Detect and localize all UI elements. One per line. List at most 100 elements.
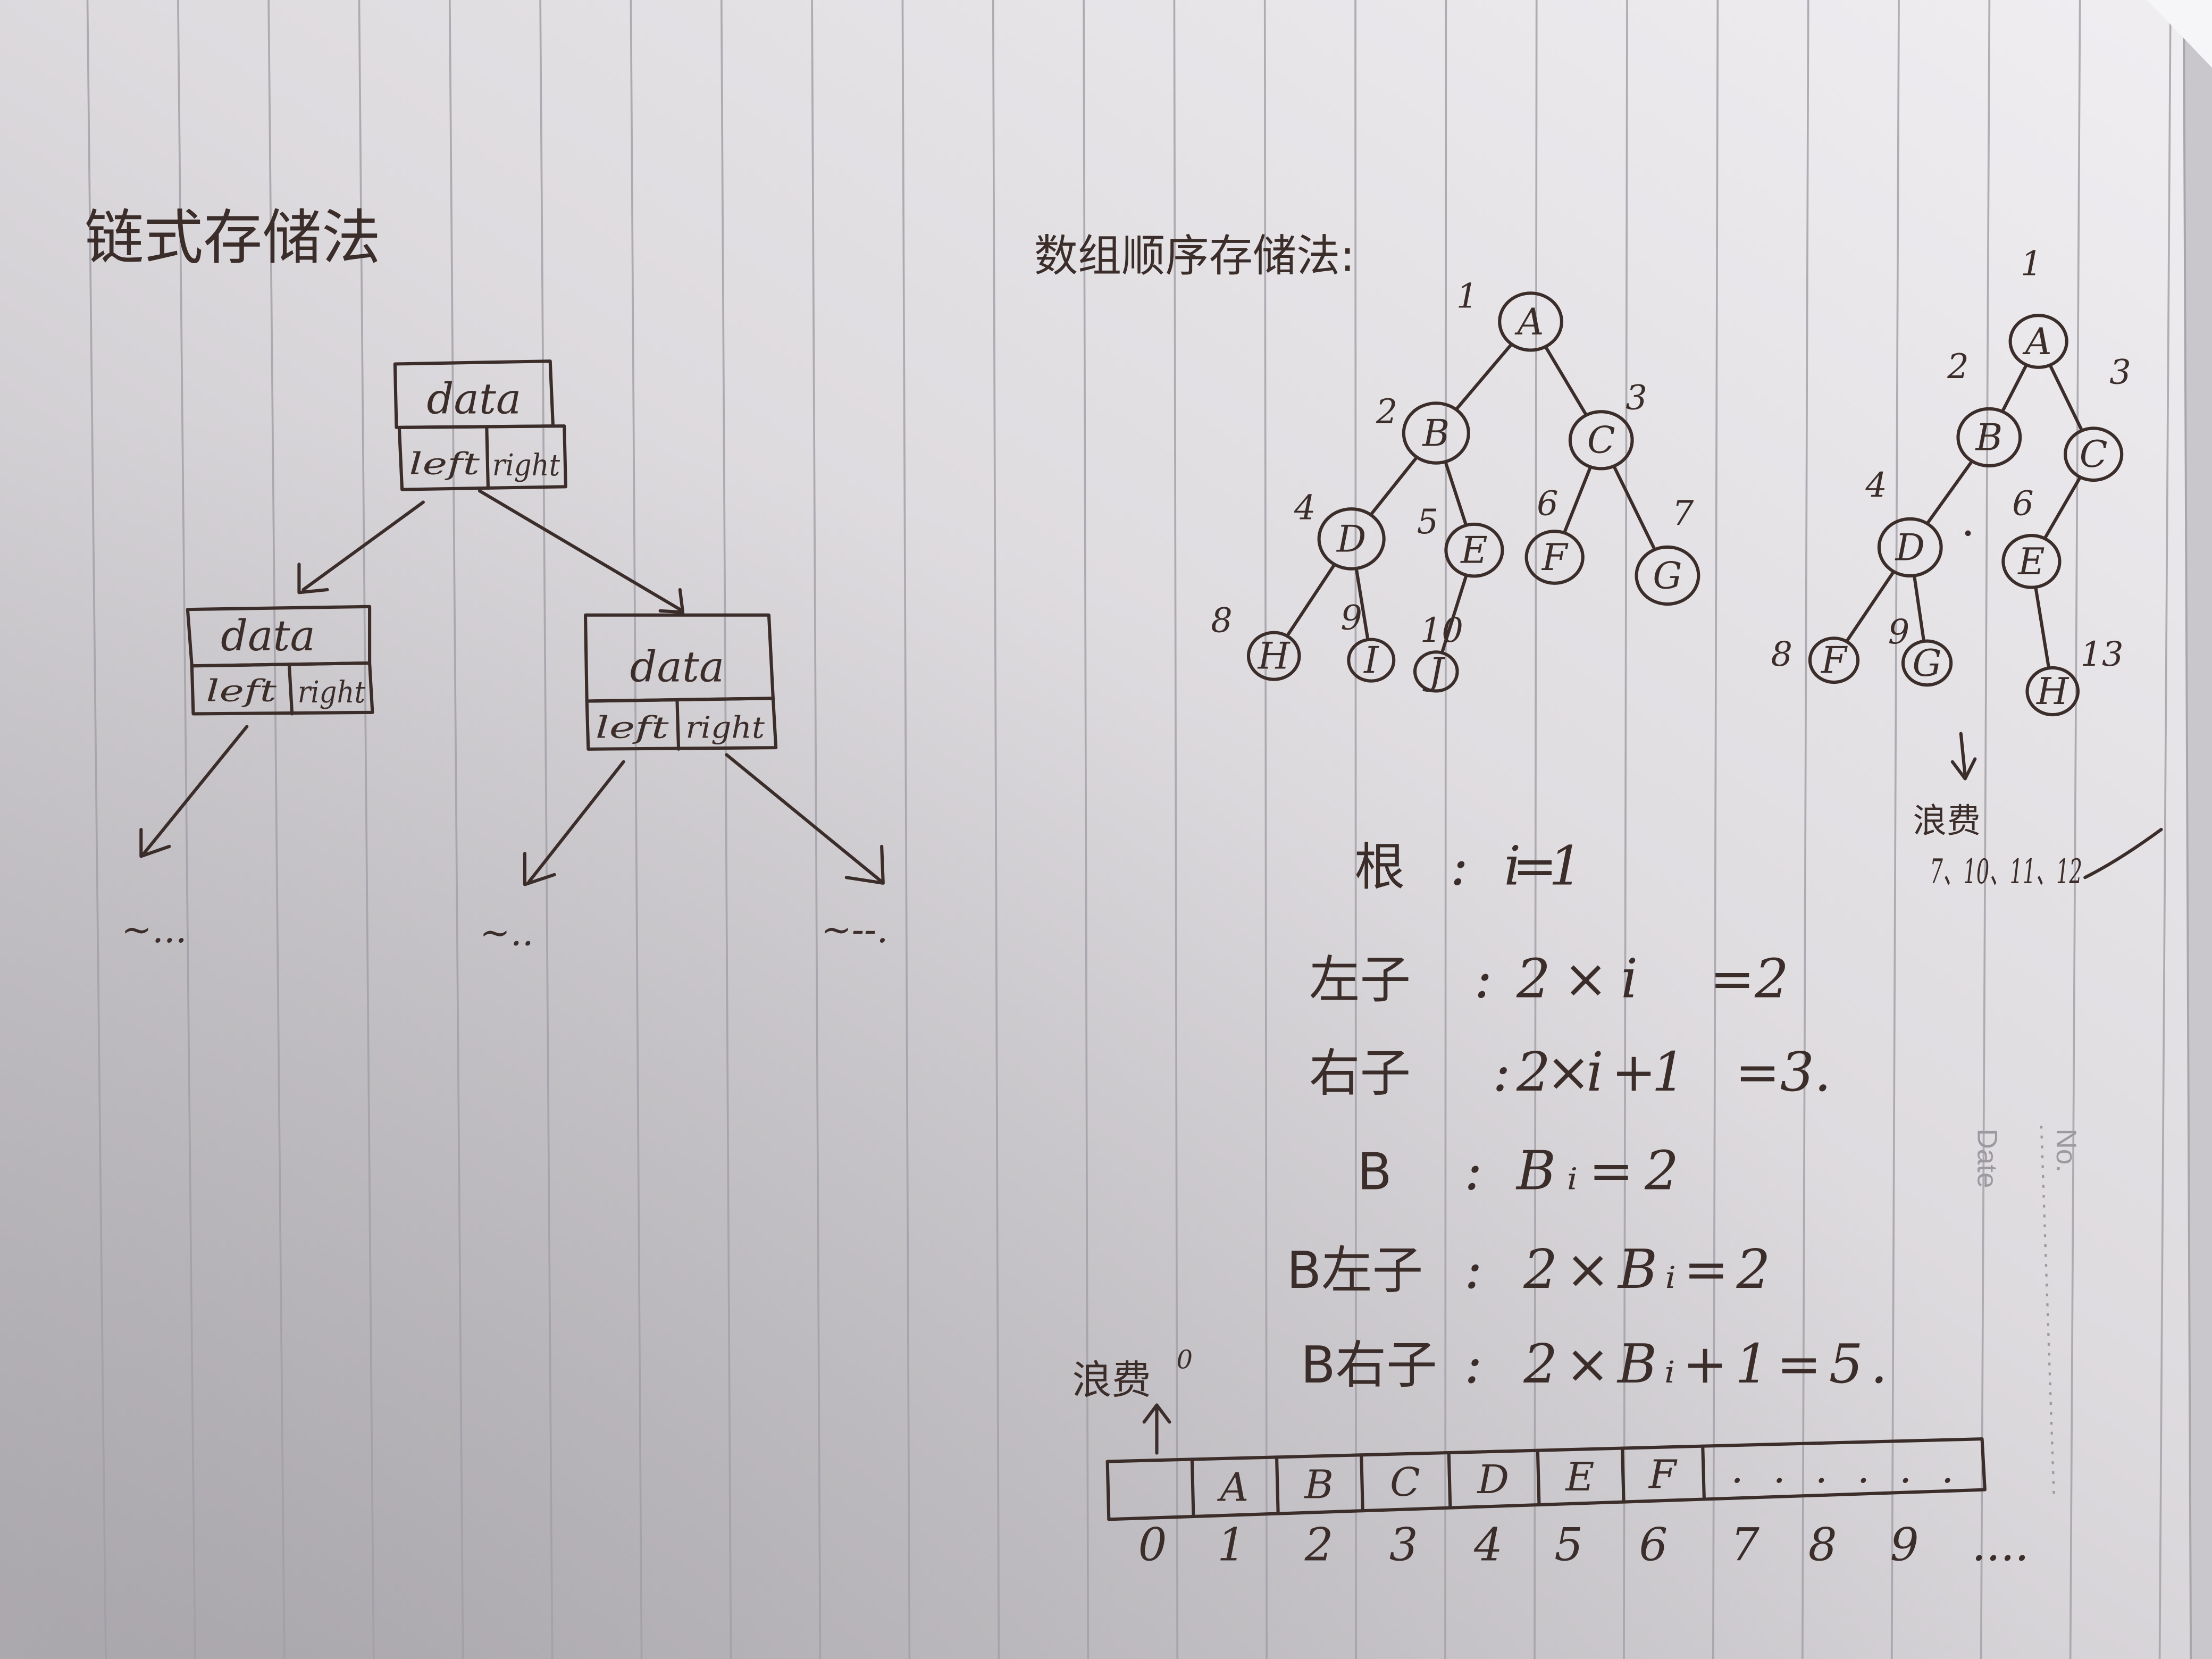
root-node-right-label: right [492,448,560,483]
formula-expression: Bᵢ=2 [1515,1139,1679,1202]
ruled-line [1534,0,1538,1659]
ruled-line [358,0,375,1659]
tree-node-circle [1524,530,1585,585]
page-corner [2147,0,2212,68]
array-index-label: 1 [1217,1519,1246,1571]
ruled-line [86,0,107,1659]
array-cell-divider [1620,1446,1626,1504]
linked-storage-title: 链式存储法 [85,204,381,273]
right-child-divider [675,699,681,751]
formula-separator: : [1450,834,1468,897]
formula-name: B左子 [1287,1241,1423,1300]
array-index-label: 4 [1473,1519,1503,1571]
tree-node-label: A [1514,301,1544,343]
tree-edge [1613,466,1656,550]
tree-node-index: 3 [2109,353,2131,392]
formula-separator: : [1464,1238,1482,1301]
right-child-data-label: data [630,642,725,691]
tree-edge [1563,467,1591,533]
tree-node-circle [1901,639,1953,687]
formula-separator: : [1474,948,1492,1010]
formula-row: B左子 : 2×Bᵢ=2 [1287,1238,1771,1301]
array-index-label: 5 [1554,1519,1583,1571]
tree-node-label: F [1820,640,1848,682]
continuation-mark: ~.. [480,912,534,954]
array-index-label: 3 [1389,1519,1418,1571]
tree-node-index: 1 [1456,276,1478,316]
formula-name: 右子 [1309,1043,1411,1103]
array-cell-value: B [1303,1462,1334,1508]
waste-bracket-stroke [2083,827,2163,879]
tree-node-label: D [1895,526,1925,569]
tree-node-index: 3 [1626,378,1647,417]
tree-node-index: 6 [1537,484,1559,523]
right-child-right-arrow [725,753,885,885]
ruled-line [992,0,1000,1659]
tree-node-circle [1498,291,1563,352]
no-label: No. [2050,1128,2082,1172]
tree-edge [2001,365,2027,412]
right-child-pointer-row [585,697,778,751]
date-label: Date [1972,1128,2003,1188]
tree-node-label: E [2017,541,2045,583]
ruled-line [177,0,196,1659]
tree-node-index: 4 [1294,488,1316,527]
array-cell-value: C [1390,1459,1420,1505]
tree-node-circle [2001,534,2062,589]
array-cell-divider [1360,1453,1364,1513]
ruled-line [1980,0,1991,1659]
formula-name: 左子 [1309,950,1411,1010]
tree-node-circle [1246,631,1301,681]
array-index-label: 7 [1731,1519,1759,1571]
formula-row: 右子 : 2×i +1 =3. [1309,1041,1831,1103]
formula-name: 根 [1354,837,1405,896]
ruled-lines [86,0,2172,1659]
root-node-data-label: data [427,374,522,423]
tree-edge [1913,576,1925,641]
formula-row: 左子 : 2×i =2 [1309,948,1789,1010]
tree-node-circle [1402,401,1470,465]
tree-node-circle [1347,638,1396,683]
tree-node-label: F [1541,537,1569,579]
array-cell-divider [1447,1451,1452,1510]
array-index-label: 2 [1304,1519,1334,1571]
ruled-line [630,0,643,1659]
right-child-left-label: left [596,711,669,745]
tree-node-label: H [2035,671,2069,713]
ruled-line [1263,0,1268,1659]
tree-edge [1926,460,1973,524]
continuation-mark: ~... [121,909,187,951]
ruled-line [2158,0,2172,1659]
tree-node-index: 8 [1211,601,1233,641]
ruled-line [448,0,464,1659]
left-child-node-box: data left right [186,605,374,716]
ruled-line [1801,0,1809,1659]
array-waste-index: 0 [1177,1345,1193,1375]
right-child-left-arrow [523,760,625,886]
tree-node-circle [2025,666,2080,717]
tree-node-circle [1635,545,1700,606]
waste-down-arrow [1950,732,1977,781]
ruled-line [901,0,911,1659]
array-outline [1105,1437,1987,1521]
formula-result: =3. [1735,1041,1831,1103]
array-cell-divider [1701,1444,1706,1501]
formula-expression: 2×i +1 [1516,1041,1686,1103]
tree-node-index: 2 [1947,347,1969,387]
tree-node-label: A [2022,321,2052,363]
root-node-divider [485,425,490,490]
array-cell-value: D [1476,1456,1509,1503]
right-child-right-label: right [685,711,765,745]
stray-dot [1965,530,1971,537]
ruled-line [267,0,286,1659]
left-child-pointer-row [190,661,374,716]
array-storage-title: 数组顺序存储法: [1034,231,1355,281]
tree-node-index: 4 [1865,466,1887,505]
ruled-line [1890,0,1900,1659]
tree-node-index: 7 [1672,494,1694,533]
tree-edge [1440,575,1468,653]
ruled-line [539,0,554,1659]
tree-node-circle [2008,314,2068,369]
ruled-line [1623,0,1628,1659]
